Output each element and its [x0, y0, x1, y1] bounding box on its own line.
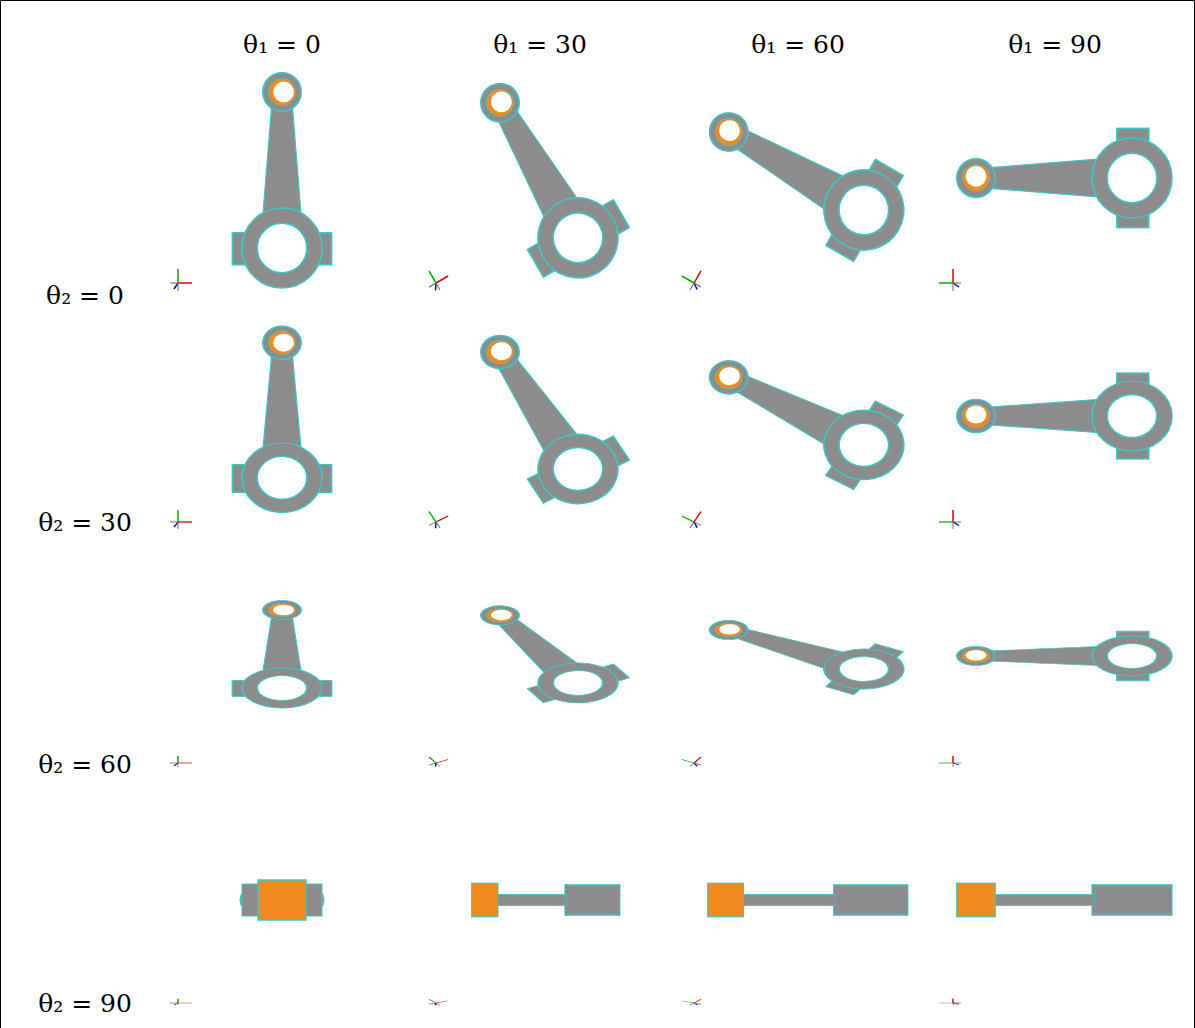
axis-triad [422, 264, 452, 294]
rod-render [957, 883, 1172, 917]
axis-triad [170, 269, 192, 291]
rod-render [240, 880, 324, 920]
rod-render [232, 326, 331, 512]
column-header: θ₁ = 60 [751, 31, 845, 59]
axis-triad [939, 999, 961, 1006]
rod-render [957, 631, 1172, 681]
axis-triad [678, 997, 708, 1006]
rod-render [957, 128, 1172, 227]
rod-render [708, 883, 908, 917]
rod-render [447, 316, 641, 520]
column-header: θ₁ = 30 [493, 31, 587, 59]
axis-triad [678, 753, 708, 768]
rod-render [447, 595, 641, 713]
row-header: θ₂ = 0 [46, 282, 124, 310]
rod-render [232, 600, 331, 708]
row-header: θ₂ = 90 [38, 990, 132, 1018]
axis-triad [422, 997, 452, 1006]
axis-triad [939, 269, 961, 291]
axis-triad [422, 505, 452, 531]
row-header: θ₂ = 60 [38, 751, 132, 779]
axis-triad [422, 753, 452, 768]
row-header: θ₂ = 30 [38, 509, 132, 537]
axis-triad [170, 999, 192, 1006]
rod-render [687, 604, 923, 701]
axis-triad [678, 505, 708, 531]
rod-render [687, 332, 923, 500]
rod-render [472, 883, 620, 917]
rod-render [232, 73, 331, 288]
axis-triad [170, 756, 192, 767]
column-header: θ₁ = 0 [243, 31, 321, 59]
rod-render [447, 61, 641, 297]
axis-triad [170, 510, 192, 529]
rod-render [687, 79, 923, 273]
column-header: θ₁ = 90 [1008, 31, 1102, 59]
axis-triad [678, 264, 708, 294]
axis-triad [939, 756, 961, 767]
rod-render [957, 373, 1172, 459]
axis-triad [939, 510, 961, 529]
